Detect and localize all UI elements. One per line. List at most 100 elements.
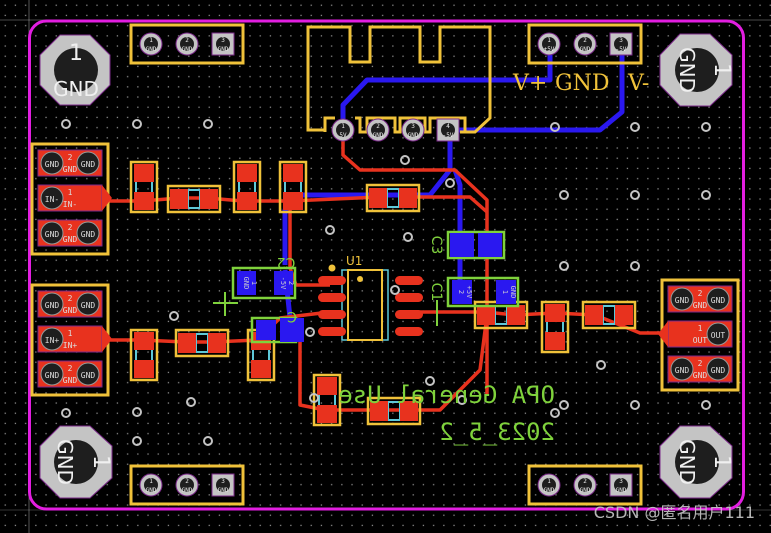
pin-drill	[406, 123, 420, 137]
smd-pad[interactable]	[237, 192, 257, 210]
u1-silk	[347, 269, 383, 341]
c3-silk	[446, 230, 506, 260]
c3-pad-2[interactable]	[478, 233, 502, 257]
smd-pad[interactable]	[134, 360, 154, 378]
c5-pad-2[interactable]	[280, 318, 304, 342]
board-outline[interactable]	[28, 19, 745, 511]
smd-pad[interactable]	[545, 332, 565, 350]
u1-pin-right[interactable]	[395, 310, 423, 319]
u1-pin-right[interactable]	[395, 293, 423, 302]
smd-pad[interactable]	[251, 360, 271, 378]
via	[169, 311, 179, 321]
power-connector-silk	[306, 25, 492, 134]
terminal-hole	[76, 221, 100, 245]
opamp-u1[interactable]: U1	[318, 254, 423, 341]
smd-silk	[540, 300, 570, 354]
pin-drill	[614, 478, 628, 492]
terminal-hole	[40, 221, 64, 245]
c1-silk	[446, 276, 520, 308]
pin-net: GND	[373, 132, 384, 139]
smd-pad[interactable]	[317, 405, 337, 423]
u1-pin-left[interactable]	[318, 276, 346, 285]
via	[61, 119, 71, 129]
pin-drill	[336, 123, 350, 137]
terminal-hole	[40, 292, 64, 316]
c1-pad-1[interactable]	[452, 280, 472, 304]
capacitor-c2[interactable]: GND 1 -5V 2 C2	[231, 254, 297, 300]
terminal-hole-label: IN+	[45, 336, 60, 345]
smd-pad[interactable]	[615, 305, 633, 325]
pin-number: 1	[149, 37, 153, 44]
pin-net: GND	[146, 487, 157, 494]
terminal-pin-number: 1	[698, 324, 703, 333]
terminal-hole-label: GND	[711, 296, 726, 305]
smd-pad[interactable]	[208, 333, 226, 353]
u1-pin-left[interactable]	[318, 293, 346, 302]
silk-notch	[323, 116, 335, 132]
hole-net: GND	[53, 77, 99, 101]
smd-pad[interactable]	[400, 401, 418, 421]
smd-pad[interactable]	[134, 332, 154, 350]
smd-pad[interactable]	[170, 189, 188, 209]
smd-pad[interactable]	[477, 305, 495, 325]
mounting-hole-bl[interactable]: 1 GND	[39, 425, 113, 499]
smd-pad[interactable]	[134, 164, 154, 182]
capacitor-c3[interactable]: C3	[428, 230, 506, 260]
capacitor-c5[interactable]: C	[250, 308, 304, 344]
u1-pin-left[interactable]	[318, 310, 346, 319]
terminal-tab	[102, 326, 112, 352]
c5-pad-1[interactable]	[256, 320, 276, 340]
terminal-tab	[658, 321, 668, 347]
via	[325, 225, 335, 235]
smd-pad[interactable]	[317, 377, 337, 395]
hole-net: GND	[53, 439, 77, 485]
smd-pad[interactable]	[545, 304, 565, 322]
terminal-pin-number: 2	[68, 153, 73, 162]
smd-pad[interactable]	[585, 305, 603, 325]
u1-pin-right[interactable]	[395, 327, 423, 336]
terminal-hole	[76, 292, 100, 316]
via	[559, 261, 569, 271]
via	[305, 327, 315, 337]
smd-pad[interactable]	[283, 192, 303, 210]
hole-number: 1	[709, 455, 734, 469]
header-silk	[129, 464, 245, 506]
smd-pad[interactable]	[237, 164, 257, 182]
header-silk	[129, 23, 245, 65]
via	[630, 190, 640, 200]
mounting-hole-tl[interactable]: 1 GND	[39, 34, 111, 106]
c1-pad1-num: 1	[501, 290, 509, 294]
c2-pad-2[interactable]	[274, 271, 293, 295]
terminal-hole	[670, 287, 694, 311]
pin-drill	[144, 478, 158, 492]
c3-pad-1[interactable]	[450, 233, 474, 257]
terminal-hole-label: GND	[81, 230, 96, 239]
c2-pad-1[interactable]	[237, 271, 256, 295]
smd-pad[interactable]	[399, 188, 417, 208]
u1-pin-right[interactable]	[395, 276, 423, 285]
smd-pad[interactable]	[370, 401, 388, 421]
smd-pad[interactable]	[178, 333, 196, 353]
mounting-hole-br[interactable]: 1 GND	[659, 425, 734, 499]
u1-pin-left[interactable]	[318, 327, 346, 336]
c1-pad-2[interactable]	[496, 280, 516, 304]
terminal-pin-number: 1	[68, 329, 73, 338]
pin-drill	[371, 123, 385, 137]
pin-number: 4	[446, 123, 450, 130]
mounting-hole-tr[interactable]: 1 GND	[659, 33, 734, 107]
smd-pad[interactable]	[369, 188, 387, 208]
smd-pad[interactable]	[507, 305, 525, 325]
smd-pad[interactable]	[283, 164, 303, 182]
smd-pad[interactable]	[134, 192, 154, 210]
capacitor-c1[interactable]: 2 +5V 1 GND C1	[428, 276, 520, 326]
smd-pad[interactable]	[200, 189, 218, 209]
